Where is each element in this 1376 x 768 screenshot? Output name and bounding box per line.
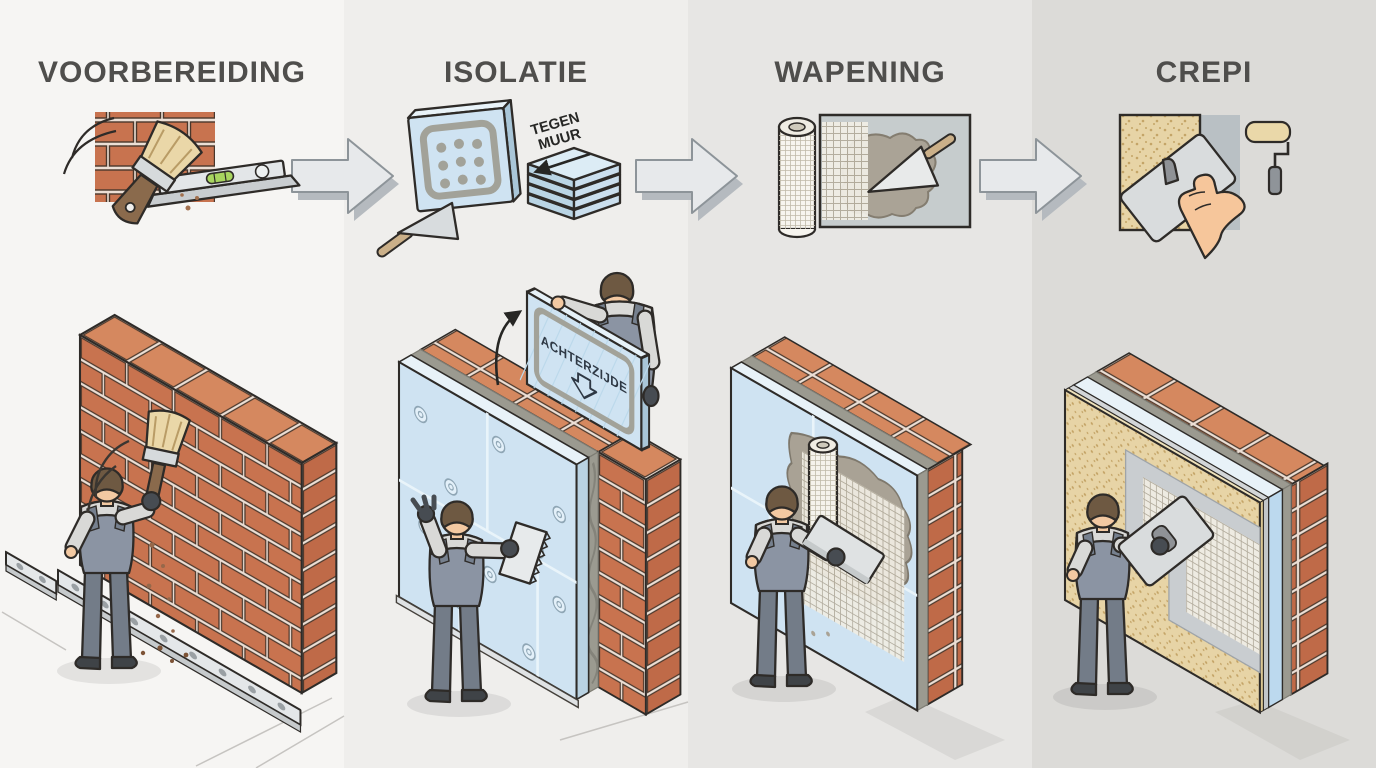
brush-in-hand	[141, 409, 192, 512]
scene-voorbereiding	[1, 313, 345, 768]
step-arrow-3	[979, 138, 1087, 221]
step-title-crepi: CREPI	[1155, 56, 1253, 89]
icon-isolatie: TEGEN MUUR	[376, 99, 622, 258]
floor-lines	[1, 611, 345, 768]
scene-crepi	[1051, 352, 1350, 760]
scene-isolatie: ACHTERZIJDE	[395, 271, 689, 741]
step-title-wapening: WAPENING	[774, 56, 946, 89]
wall-side-3	[916, 447, 964, 712]
brush-icon	[111, 120, 203, 225]
hand-float-icon	[1119, 133, 1246, 260]
step-title-isolatie: ISOLATIE	[443, 56, 589, 89]
trowel-icon-2	[867, 133, 957, 193]
scene-wapening	[729, 336, 1005, 760]
worker-1-arms	[64, 501, 156, 559]
worker-5-glove	[1150, 536, 1170, 556]
icon-voorbereiding	[62, 112, 301, 225]
brush-swoosh-lines	[86, 439, 130, 513]
floor-shadow	[865, 695, 1005, 760]
wall-layers-top-4	[1063, 352, 1326, 504]
down-arrow-icon	[571, 372, 598, 400]
notched-trowel	[498, 521, 552, 585]
hand	[1177, 173, 1246, 260]
insulation-side-and-adhesive	[575, 450, 599, 701]
worker-4-glove	[826, 547, 846, 567]
icon-wapening	[777, 113, 972, 239]
floor-line	[559, 701, 689, 741]
trowel-icon	[376, 201, 460, 258]
mesh-patch-icon	[822, 122, 868, 220]
step-arrow-1	[291, 138, 399, 221]
spirit-level-icon	[146, 159, 301, 208]
against-wall-arrow	[533, 152, 591, 176]
brick-wall-section	[596, 431, 683, 717]
icon-crepi	[1118, 113, 1292, 260]
paint-roller-icon	[1244, 120, 1292, 196]
wall-layers-top-3	[729, 336, 973, 477]
motion-lines	[62, 116, 117, 175]
step-title-voorbereiding: VOORBEREIDING	[37, 56, 307, 89]
worker-2-right-glove	[642, 384, 660, 408]
worker-2-left-hand	[550, 295, 566, 311]
insulation-board-icon	[406, 99, 522, 213]
dust-dots-icon	[180, 193, 199, 211]
float-handle	[1161, 157, 1180, 186]
brick-wall	[77, 313, 339, 695]
mesh-roll-icon	[777, 116, 817, 239]
floor-shadow-4	[1215, 700, 1350, 760]
step-arrow-2	[635, 138, 743, 221]
lift-board-arrow	[494, 310, 523, 386]
wall-side-4	[1259, 461, 1329, 714]
